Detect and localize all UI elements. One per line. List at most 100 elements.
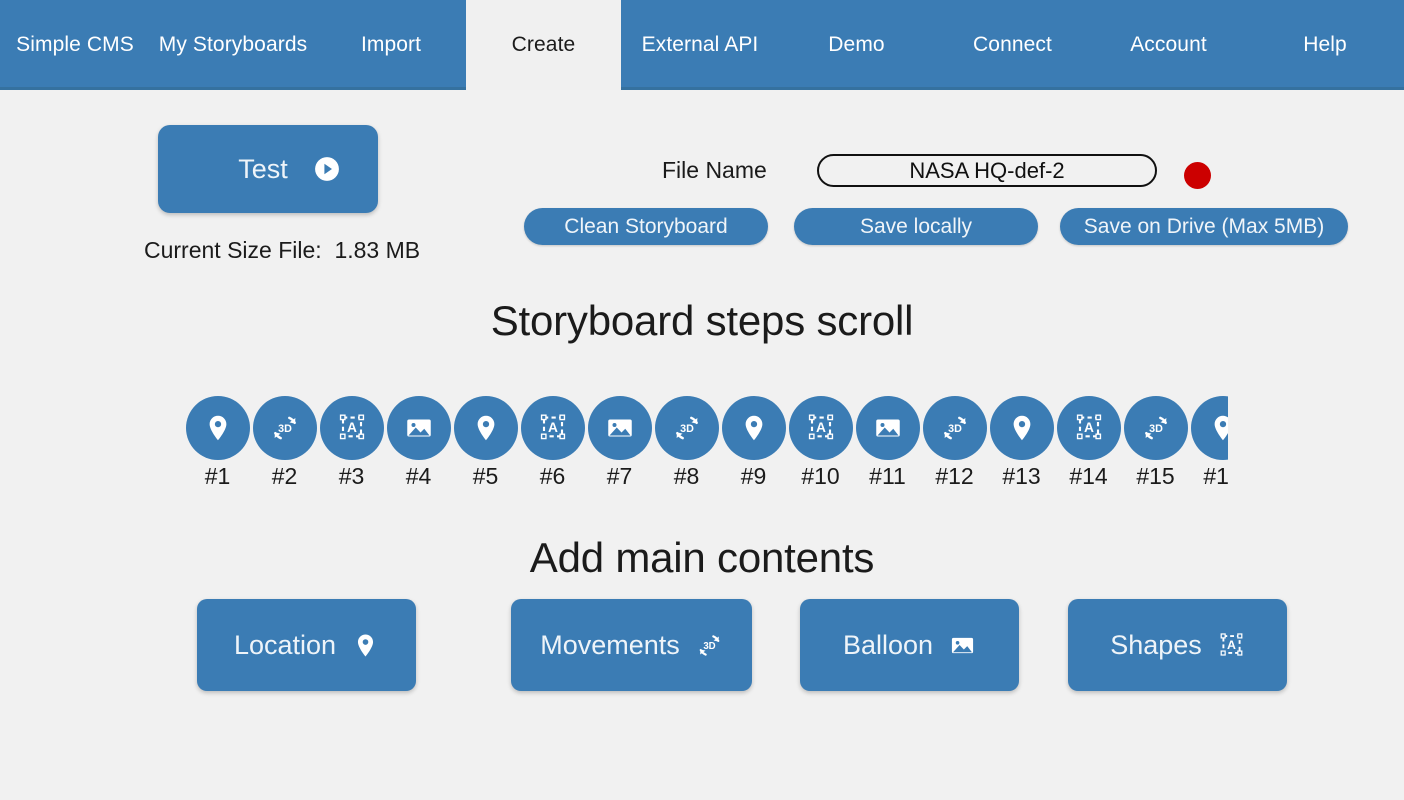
storyboard-step[interactable]: A #6 bbox=[519, 396, 586, 488]
rotate-3d-icon[interactable]: 3D bbox=[654, 396, 719, 460]
svg-text:A: A bbox=[1084, 420, 1094, 435]
content-button-label: Location bbox=[233, 629, 337, 660]
nav-label: Account bbox=[1130, 33, 1207, 56]
storyboard-step-label: #9 bbox=[740, 463, 767, 489]
rotate-3d-icon[interactable]: 3D bbox=[1123, 396, 1188, 460]
nav-label: My Storyboards bbox=[158, 33, 308, 56]
main-navbar: Simple CMS My Storyboards Import Create … bbox=[0, 0, 1404, 90]
svg-text:A: A bbox=[1227, 637, 1236, 651]
storyboard-step[interactable]: A #10 bbox=[787, 396, 854, 488]
storyboard-step-label: #13 bbox=[1002, 463, 1041, 489]
storyboard-step[interactable]: 3D #15 bbox=[1122, 396, 1189, 488]
nav-label: Connect bbox=[973, 33, 1052, 56]
shapes-icon[interactable]: A bbox=[520, 396, 585, 460]
storyboard-step[interactable]: A #3 bbox=[318, 396, 385, 488]
location-pin-icon[interactable] bbox=[989, 396, 1054, 460]
shapes-icon[interactable]: A bbox=[1056, 396, 1121, 460]
nav-simple-cms[interactable]: Simple CMS bbox=[0, 0, 150, 90]
image-icon[interactable] bbox=[386, 396, 451, 460]
storyboard-steps-scroll[interactable]: #1 3D #2 A #3 #4 #5 A #6 #7 3D #8 #9 A #10 #11 3D #12 #13 A… bbox=[184, 396, 1228, 494]
storyboard-step-label: #3 bbox=[338, 463, 365, 489]
nav-label: Create bbox=[511, 33, 576, 56]
storyboard-step-label: #6 bbox=[539, 463, 566, 489]
storyboard-step[interactable]: #16 bbox=[1189, 396, 1228, 488]
storyboard-step-label: #10 bbox=[801, 463, 840, 489]
nav-label: External API bbox=[641, 33, 759, 56]
storyboard-step-label: #5 bbox=[472, 463, 499, 489]
image-icon[interactable] bbox=[855, 396, 920, 460]
add-balloon-button[interactable]: Balloon bbox=[800, 599, 1019, 691]
svg-text:3D: 3D bbox=[948, 423, 962, 435]
storyboard-step-label: #16 bbox=[1203, 463, 1228, 489]
location-pin-icon[interactable] bbox=[1190, 396, 1228, 460]
nav-help[interactable]: Help bbox=[1246, 0, 1404, 90]
storyboard-step-label: #11 bbox=[869, 463, 906, 489]
nav-external-api[interactable]: External API bbox=[621, 0, 779, 90]
add-main-contents-title: Add main contents bbox=[529, 534, 875, 581]
storyboard-step[interactable]: A #14 bbox=[1055, 396, 1122, 488]
content-button-label: Balloon bbox=[842, 629, 934, 660]
storyboard-step-label: #7 bbox=[606, 463, 633, 489]
storyboard-steps-title: Storyboard steps scroll bbox=[490, 297, 914, 344]
save-locally-button[interactable]: Save locally bbox=[794, 208, 1038, 245]
save-on-drive-button[interactable]: Save on Drive (Max 5MB) bbox=[1060, 208, 1348, 245]
svg-text:3D: 3D bbox=[680, 423, 694, 435]
add-shapes-button[interactable]: Shapes A bbox=[1068, 599, 1287, 691]
location-pin-icon[interactable] bbox=[453, 396, 518, 460]
content-button-label: Shapes bbox=[1110, 629, 1202, 660]
svg-text:3D: 3D bbox=[278, 423, 292, 435]
storyboard-step-label: #4 bbox=[405, 463, 432, 489]
location-pin-icon[interactable] bbox=[185, 396, 250, 460]
svg-text:3D: 3D bbox=[1149, 423, 1163, 435]
storyboard-step-label: #2 bbox=[271, 463, 298, 489]
storyboard-step[interactable]: #5 bbox=[452, 396, 519, 488]
storyboard-step-label: #8 bbox=[673, 463, 700, 489]
storyboard-step[interactable]: #7 bbox=[586, 396, 653, 488]
add-location-button[interactable]: Location bbox=[197, 599, 416, 691]
nav-label: Simple CMS bbox=[16, 33, 134, 56]
storyboard-step[interactable]: 3D #8 bbox=[653, 396, 720, 488]
nav-label: Help bbox=[1303, 33, 1347, 56]
current-size-file: Current Size File: 1.83 MB bbox=[144, 237, 421, 263]
nav-label: Demo bbox=[828, 33, 885, 56]
test-button-label: Test bbox=[238, 153, 288, 184]
nav-my-storyboards[interactable]: My Storyboards bbox=[150, 0, 316, 90]
nav-import[interactable]: Import bbox=[316, 0, 466, 90]
nav-create[interactable]: Create bbox=[466, 0, 621, 90]
storyboard-step-label: #1 bbox=[204, 463, 231, 489]
rotate-3d-icon[interactable]: 3D bbox=[252, 396, 317, 460]
nav-account[interactable]: Account bbox=[1091, 0, 1246, 90]
storyboard-step[interactable]: #9 bbox=[720, 396, 787, 488]
location-pin-icon[interactable] bbox=[721, 396, 786, 460]
content-button-label: Movements bbox=[540, 629, 680, 660]
image-icon bbox=[949, 632, 976, 659]
rotate-3d-icon[interactable]: 3D bbox=[922, 396, 987, 460]
record-dot-icon[interactable] bbox=[1184, 162, 1211, 189]
storyboard-step[interactable]: 3D #2 bbox=[251, 396, 318, 488]
shapes-icon[interactable]: A bbox=[319, 396, 384, 460]
image-icon[interactable] bbox=[587, 396, 652, 460]
storyboard-step[interactable]: #1 bbox=[184, 396, 251, 488]
storyboard-step[interactable]: #4 bbox=[385, 396, 452, 488]
svg-text:A: A bbox=[816, 420, 826, 435]
nav-label: Import bbox=[360, 33, 422, 56]
storyboard-step-label: #15 bbox=[1136, 463, 1175, 489]
nav-connect[interactable]: Connect bbox=[934, 0, 1091, 90]
nav-demo[interactable]: Demo bbox=[779, 0, 934, 90]
file-name-input[interactable] bbox=[817, 154, 1157, 187]
add-movements-button[interactable]: Movements 3D bbox=[511, 599, 752, 691]
storyboard-step[interactable]: 3D #12 bbox=[921, 396, 988, 488]
storyboard-step-label: #14 bbox=[1069, 463, 1108, 489]
storyboard-step[interactable]: #13 bbox=[988, 396, 1055, 488]
svg-text:A: A bbox=[347, 420, 357, 435]
rotate-3d-icon: 3D bbox=[696, 632, 723, 659]
shapes-icon: A bbox=[1218, 632, 1245, 659]
test-button[interactable]: Test bbox=[158, 125, 378, 213]
storyboard-step[interactable]: #11 bbox=[854, 396, 921, 488]
shapes-icon[interactable]: A bbox=[788, 396, 853, 460]
storyboard-step-label: #12 bbox=[935, 463, 974, 489]
play-circle-icon bbox=[314, 156, 340, 182]
location-pin-icon bbox=[352, 632, 379, 659]
svg-text:A: A bbox=[548, 420, 558, 435]
clean-storyboard-button[interactable]: Clean Storyboard bbox=[524, 208, 768, 245]
